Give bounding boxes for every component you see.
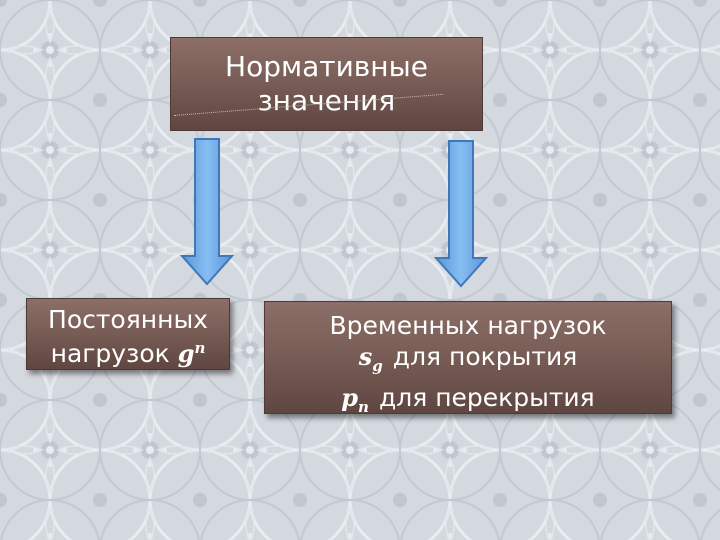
snow-load-row: sg для покрытия bbox=[265, 341, 671, 382]
symbol-sub: n bbox=[358, 397, 369, 416]
temporary-loads-box: Временных нагрузок sg для покрытия pn для … bbox=[264, 301, 672, 416]
permanent-loads-box: Постоянных нагрузок gn bbox=[26, 298, 230, 370]
symbol-g-n: gn bbox=[178, 339, 206, 368]
permanent-loads-line-1: Постоянных bbox=[48, 305, 208, 334]
symbol-base: g bbox=[177, 339, 195, 368]
symbol-s-g: sg bbox=[358, 342, 383, 375]
title-box: Нормативные значения bbox=[170, 37, 483, 131]
temporary-loads-title: Временных нагрузок bbox=[329, 311, 607, 340]
permanent-loads-line-2: нагрузок gn bbox=[27, 334, 229, 368]
snow-load-label: для покрытия bbox=[392, 342, 578, 371]
down-arrow-icon bbox=[180, 138, 234, 286]
symbol-p-n: pn bbox=[341, 382, 369, 416]
symbol-base: s bbox=[358, 342, 373, 371]
symbol-base: p bbox=[341, 382, 359, 412]
symbol-sup: n bbox=[194, 339, 206, 357]
floor-load-label: для перекрытия bbox=[378, 382, 595, 412]
symbol-sub: g bbox=[372, 356, 383, 375]
down-arrow-icon bbox=[434, 140, 488, 288]
title-line-1: Нормативные bbox=[225, 50, 428, 83]
title-line-2: значения bbox=[257, 84, 396, 117]
floor-load-row: pn для перекрытия bbox=[265, 382, 671, 423]
permanent-loads-label: нагрузок bbox=[50, 339, 170, 368]
